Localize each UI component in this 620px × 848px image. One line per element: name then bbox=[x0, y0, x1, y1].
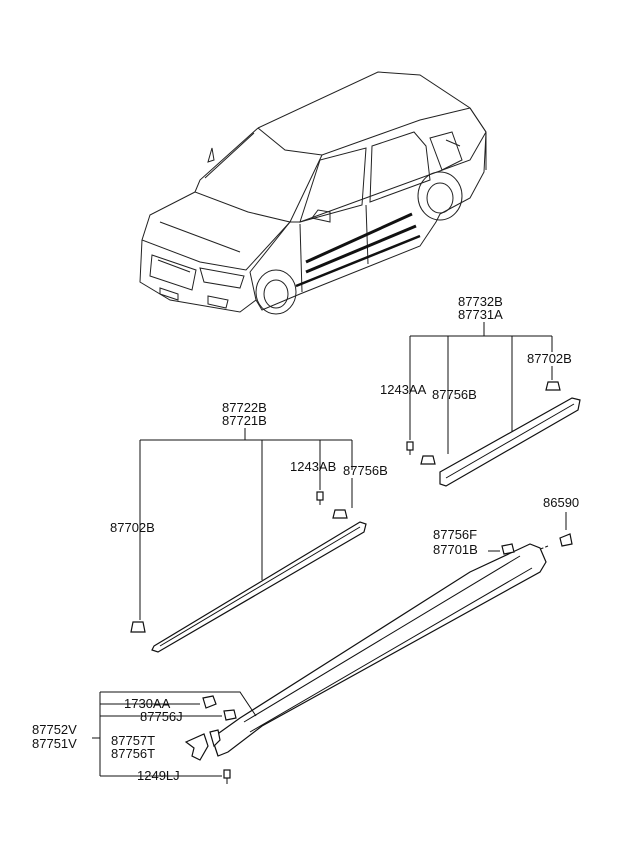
front-door-molding-group: 87722B 87721B 1243AB 87756B 87702B bbox=[110, 400, 388, 653]
sill-screw-label: 1249LJ bbox=[137, 768, 180, 783]
rear-group-label-1: 87732B bbox=[458, 294, 503, 309]
side-sill-molding-group: 87756F 87701B 86590 87752V 87751V 1730AA… bbox=[32, 495, 579, 784]
sill-group-label-2: 87751V bbox=[32, 736, 77, 751]
front-clip-a-label: 1243AB bbox=[290, 459, 336, 474]
sill-rear-clip-label: 86590 bbox=[543, 495, 579, 510]
rear-clip-a-label: 1243AA bbox=[380, 382, 427, 397]
sill-clip-1730-icon bbox=[202, 695, 217, 709]
front-group-label-1: 87722B bbox=[222, 400, 267, 415]
sill-clip-87756j-label: 87756J bbox=[140, 709, 183, 724]
front-clip-b-label: 87756B bbox=[343, 463, 388, 478]
sill-rear-label-2: 87701B bbox=[433, 542, 478, 557]
sill-end-clip-icon bbox=[559, 533, 573, 547]
sill-end-label-2: 87756T bbox=[111, 746, 155, 761]
rear-clip-icon bbox=[420, 455, 436, 465]
sill-end-label-1: 87757T bbox=[111, 733, 155, 748]
rear-end-clip-icon bbox=[545, 381, 561, 391]
side-sill-molding bbox=[211, 543, 547, 757]
sill-clip-87756j-icon bbox=[223, 709, 237, 721]
sill-group-label-1: 87752V bbox=[32, 722, 77, 737]
sill-clip-1730-label: 1730AA bbox=[124, 696, 171, 711]
rear-group-label-2: 87731A bbox=[458, 307, 503, 322]
rear-clip-bolt-icon bbox=[406, 441, 414, 455]
front-group-label-2: 87721B bbox=[222, 413, 267, 428]
front-end-clip-icon bbox=[130, 621, 146, 633]
sill-screw-icon bbox=[223, 769, 231, 784]
rear-clip-end-label: 87702B bbox=[527, 351, 572, 366]
front-clip-icon bbox=[332, 509, 348, 519]
front-clip-bolt-icon bbox=[316, 491, 324, 505]
sill-rear-label-1: 87756F bbox=[433, 527, 477, 542]
sill-end-cap-icon bbox=[184, 729, 221, 761]
rear-door-molding-group: 87732B 87731A 1243AA 87756B 87702B bbox=[380, 294, 581, 487]
sill-rear-clip-icon bbox=[501, 543, 515, 555]
front-clip-end-label: 87702B bbox=[110, 520, 155, 535]
rear-door-molding bbox=[439, 397, 581, 487]
rear-clip-b-label: 87756B bbox=[432, 387, 477, 402]
car-illustration bbox=[139, 71, 487, 315]
